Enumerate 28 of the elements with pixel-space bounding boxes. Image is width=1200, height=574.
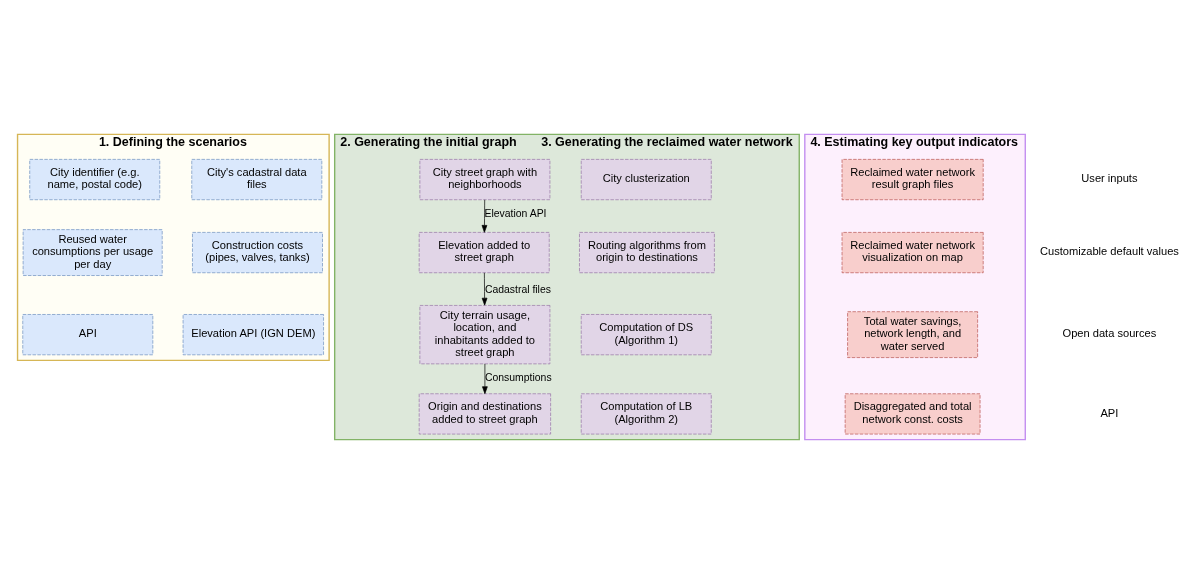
node-box: City's cadastral data files [191,159,323,201]
node-box: Disaggregated and total network const. costs [844,393,981,435]
label: Customizable default values [1039,245,1179,258]
node-box: Construction costs (pipes, valves, tanks) [192,232,323,274]
node-box: Computation of DS (Algorithm 1) [580,314,712,356]
label: API [1100,406,1119,419]
node-box: City street graph with neighborhoods [419,159,551,201]
edge-label: Elevation API [484,208,547,220]
node-box: Computation of LB (Algorithm 2) [580,393,712,435]
edge-label: Consumptions [484,372,552,384]
node-box: Elevation added to street graph [418,232,550,274]
node-box: City clusterization [580,159,712,201]
node-box: Routing algorithms from origin to destinations [579,232,715,274]
arrow [481,272,488,306]
node-box: Reclaimed water network visualization on map [841,232,984,274]
node-box: Reused water consumptions per usage per day [22,229,163,276]
node-box: City identifier (e.g. name, postal code) [29,159,161,201]
node-box: Elevation API (IGN DEM) [182,314,324,356]
label: Open data sources [1062,327,1157,340]
edge-label: Cadastral files [484,283,551,295]
node-box: City terrain usage, location, and inhabitants added to street graph [419,305,551,365]
node-box: API [22,314,154,356]
label: User inputs [1081,172,1138,185]
node-box: Total water savings, network length, and water served [847,311,978,358]
node-box: Origin and destinations added to street graph [418,393,551,435]
arrow [482,363,488,395]
node-box: Reclaimed water network result graph files [841,159,984,201]
arrow [481,199,488,233]
